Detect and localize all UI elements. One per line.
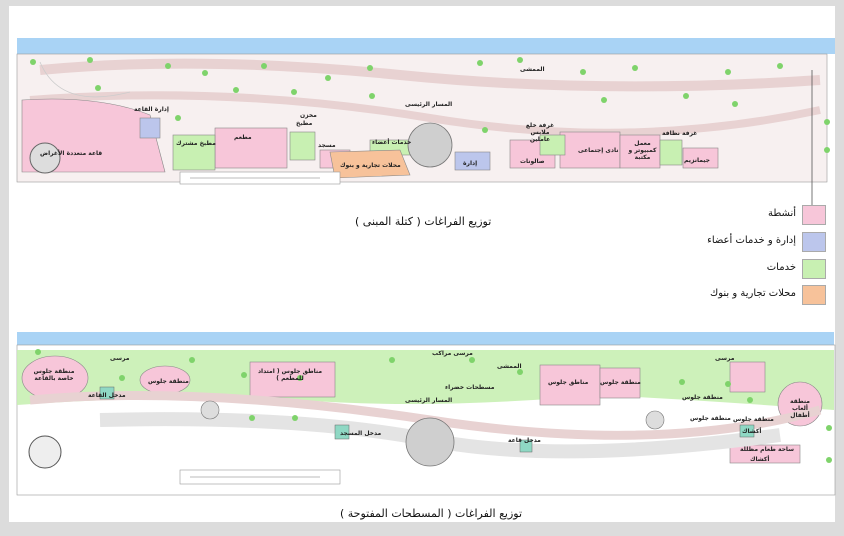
label-seating-2: مناطق جلوس bbox=[548, 379, 589, 386]
label-main-path-top: المسار الرئيسى bbox=[405, 101, 453, 108]
top-plan bbox=[16, 38, 835, 212]
legend-item-shops: محلات تجارية و بنوك bbox=[626, 285, 826, 305]
label-seating-5: منطقة جلوس bbox=[690, 415, 731, 422]
label-restaurant: مطعم bbox=[234, 134, 252, 141]
label-mosque-entrance: مدخل المسجد bbox=[340, 430, 382, 437]
label-seating-3: منطقة جلوس bbox=[600, 379, 641, 386]
label-kiosks: أكشاك bbox=[742, 428, 762, 435]
legend-swatch-admin bbox=[802, 232, 826, 252]
label-seating-6: منطقة جلوس bbox=[733, 416, 774, 423]
label-dining-plaza: ساحة طعام مظللة bbox=[740, 446, 795, 453]
label-promenade-top: الممشى bbox=[520, 66, 545, 73]
legend-label-shops: محلات تجارية و بنوك bbox=[709, 288, 796, 299]
legend-swatch-activities bbox=[802, 205, 826, 225]
label-cleaning-room: غرفة نظافة bbox=[662, 130, 698, 137]
legend-label-services: خدمات bbox=[766, 262, 796, 273]
label-locker-room: غرفة خلع ملابس عاملين bbox=[525, 122, 555, 143]
central-rotunda-bottom bbox=[405, 417, 455, 467]
label-seating-restaurant: مناطق جلوس ( امتداد للمطعم ) bbox=[257, 368, 323, 382]
label-marina-center: مرسى مراكب bbox=[432, 350, 473, 357]
label-kids-play: منطقة ألعاب أطفال bbox=[790, 398, 810, 419]
label-computer-lab: معمل كمبيوتر و مكتبة bbox=[628, 140, 657, 161]
label-shops-banks: محلات تجارية و بنوك bbox=[340, 162, 401, 169]
legend-label-activities: أنشطة bbox=[767, 208, 796, 219]
label-shared-kitchen: مطبخ مشترك bbox=[176, 140, 216, 147]
label-gym: جيمانزيم bbox=[684, 157, 710, 164]
legend-item-admin: إدارة و خدمات أعضاء bbox=[626, 232, 826, 252]
legend-item-activities: أنشطة bbox=[626, 205, 826, 225]
label-hall-entrance-2: مدخل قاعة bbox=[508, 437, 541, 444]
legend-swatch-shops bbox=[802, 285, 826, 305]
label-multi-hall: قاعة متعددة الأغراض bbox=[40, 150, 103, 157]
label-green-areas: مسطحات خضراء bbox=[445, 384, 495, 391]
label-kiosks-2: أكشاك bbox=[750, 456, 770, 463]
label-storage: مخزن bbox=[300, 112, 317, 119]
label-seating-1: منطقة جلوس bbox=[148, 378, 189, 385]
restaurant-zone bbox=[214, 127, 288, 169]
label-admin: إدارة bbox=[463, 160, 478, 167]
label-marina-right: مرسى bbox=[715, 355, 735, 362]
bottom-plan-caption: توزيع الفراغات ( المسطحات المفتوحة ) bbox=[340, 507, 523, 520]
legend-item-services: خدمات bbox=[626, 259, 826, 279]
label-kitchen: مطبخ bbox=[296, 120, 313, 127]
legend-label-admin: إدارة و خدمات أعضاء bbox=[707, 235, 796, 246]
label-promenade-bottom: الممشى bbox=[497, 363, 522, 370]
label-hall-entrance: مدخل القاعة bbox=[88, 392, 126, 399]
legend-swatch-services bbox=[802, 259, 826, 279]
label-marina-left: مرسى bbox=[110, 355, 130, 362]
label-seating-4: منطقة جلوس bbox=[682, 394, 723, 401]
bottom-plan bbox=[16, 332, 836, 496]
central-rotunda-top bbox=[407, 122, 453, 168]
top-plan-caption: توزيع الفراغات ( كتلة المبنى ) bbox=[355, 215, 492, 228]
label-mosque: مسجد bbox=[318, 142, 336, 149]
shops-zone bbox=[329, 149, 411, 179]
label-social-club: نادى إجتماعى bbox=[578, 147, 619, 154]
label-seating-hall: منطقة جلوس خاصة بالقاعة bbox=[33, 368, 75, 382]
label-main-path-bottom: المسار الرئيسى bbox=[405, 397, 453, 404]
label-member-services: خدمات أعضاء bbox=[372, 139, 412, 146]
label-halls: صالونات bbox=[520, 158, 545, 165]
label-hall-admin: إدارة القاعة bbox=[134, 106, 169, 113]
